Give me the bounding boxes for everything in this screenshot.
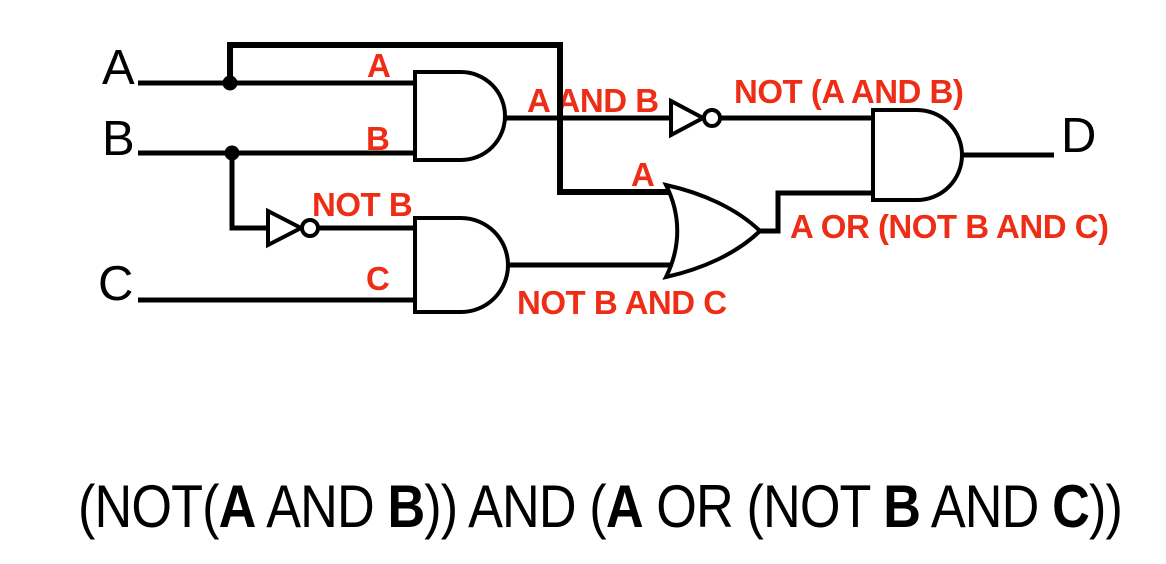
gates xyxy=(266,70,964,314)
input-b-label: B xyxy=(102,112,135,166)
or-gate-1 xyxy=(662,182,763,280)
not-gate-2-triangle xyxy=(669,97,708,139)
not-gate-1-bubble xyxy=(300,218,320,238)
input-a-label: A xyxy=(102,41,135,95)
label-and2-input-c: C xyxy=(366,260,389,297)
not-gate-2-bubble xyxy=(702,108,722,128)
wire-branch-a-to-or xyxy=(227,42,674,195)
formula-part-bold: C xyxy=(1052,473,1090,540)
boolean-expression-text: (NOT(A AND B)) AND (A OR (NOT B AND C)) xyxy=(77,473,1123,540)
wire-annotations: A B NOT B C A AND B NOT (A AND B) A NOT … xyxy=(312,47,1109,321)
io-labels: A B C D xyxy=(98,41,1096,311)
formula-part-bold: B xyxy=(883,473,921,540)
formula-part: )) AND ( xyxy=(424,473,606,540)
label-and1-input-b: B xyxy=(366,120,389,157)
formula-part: AND xyxy=(920,473,1053,540)
formula-part-bold: A xyxy=(605,473,644,540)
wire-branch-b-to-not xyxy=(229,153,267,231)
not-gate-1 xyxy=(266,207,320,249)
label-or-input-a: A xyxy=(631,156,654,193)
boolean-expression: (NOT(A AND B)) AND (A OR (NOT B AND C)) xyxy=(0,474,1166,540)
and-gate-2 xyxy=(413,216,510,314)
and-gate-3 xyxy=(871,108,964,202)
not-gate-1-triangle xyxy=(266,207,306,249)
label-not-b: NOT B xyxy=(312,186,412,223)
input-c-label: C xyxy=(98,257,133,311)
formula-part-bold: B xyxy=(387,473,425,540)
not-gate-2 xyxy=(669,97,722,139)
output-d-label: D xyxy=(1061,109,1096,163)
wires xyxy=(138,42,1054,303)
formula-part: AND xyxy=(255,473,388,540)
label-not-a-and-b: NOT (A AND B) xyxy=(734,73,963,110)
and-gate-1 xyxy=(413,70,507,162)
formula-part-bold: A xyxy=(218,473,257,540)
junction-dot-a xyxy=(222,75,238,91)
label-not-b-and-c: NOT B AND C xyxy=(517,284,727,321)
formula-part: (NOT( xyxy=(77,473,219,540)
formula-part: )) xyxy=(1088,473,1123,540)
label-a-or-not-b-and-c: A OR (NOT B AND C) xyxy=(790,208,1109,245)
label-a-and-b: A AND B xyxy=(527,82,659,119)
junction-dot-b xyxy=(224,145,240,161)
label-branch-a: A xyxy=(367,47,390,84)
formula-part: OR (NOT xyxy=(642,473,884,540)
wire-or-out xyxy=(758,190,873,234)
